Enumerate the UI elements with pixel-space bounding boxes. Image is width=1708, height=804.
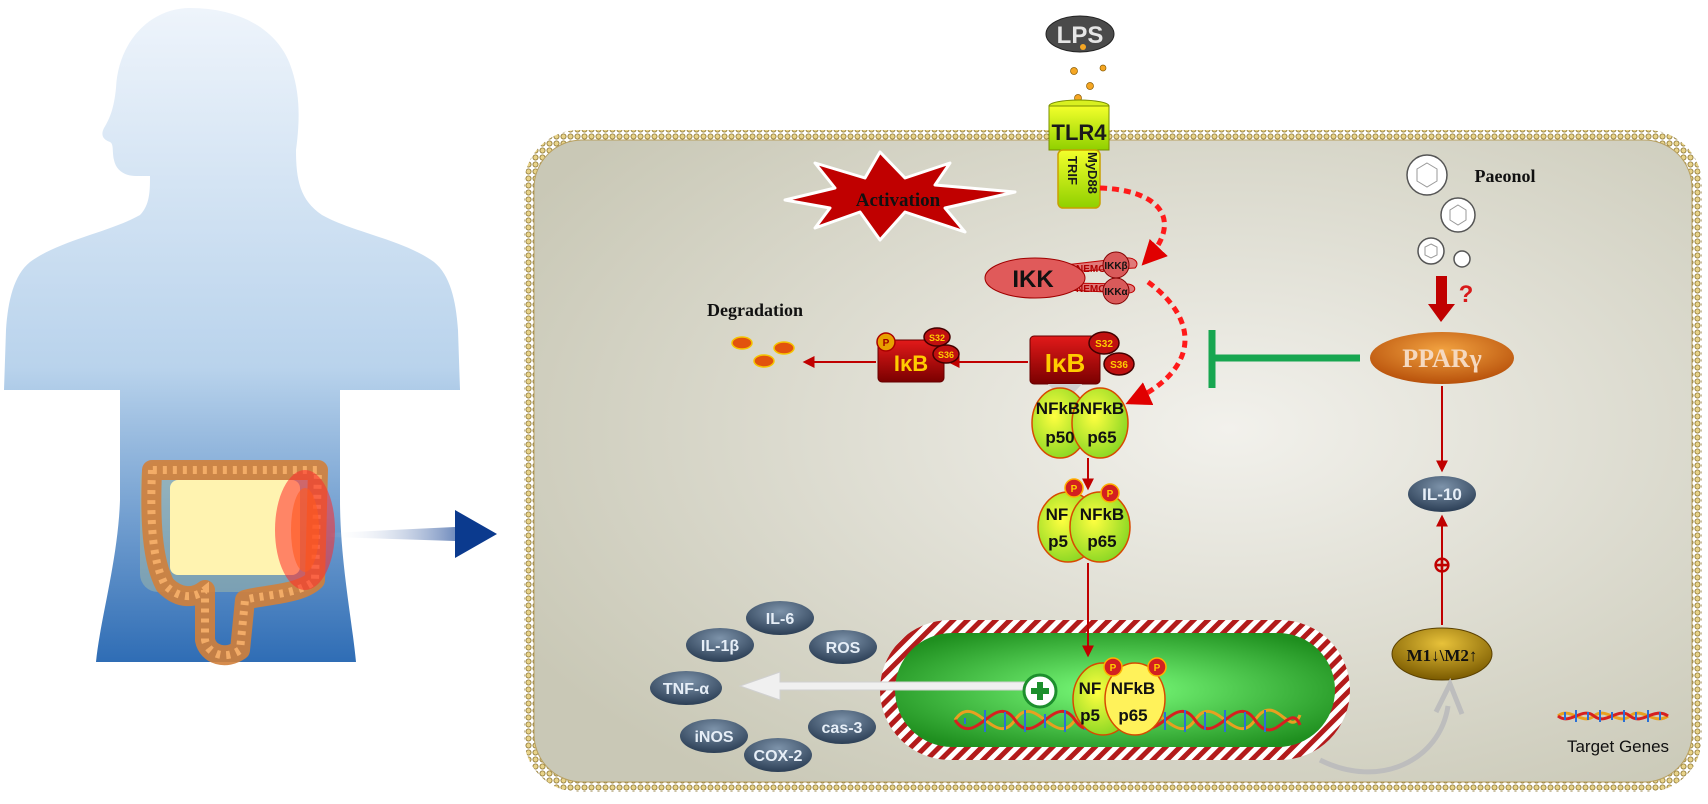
paeonol-to-pparg-arrow: ? [1428, 276, 1473, 322]
cytokine-ros: ROS [809, 630, 877, 664]
cytokine-inos: iNOS [680, 719, 748, 753]
question-mark: ? [1459, 281, 1474, 308]
tlr4-receptor: TLR4 MyD88 TRIF [1048, 99, 1110, 209]
svg-text:iNOS: iNOS [694, 729, 733, 746]
nfkb-label-1a: NFkB [1036, 399, 1080, 418]
lps-label: LPS [1057, 22, 1104, 49]
svg-text:TNF-α: TNF-α [663, 681, 709, 698]
s32-label: S32 [1095, 339, 1113, 350]
ikk-complex: NEMO NEMO IKK IKKβ IKKα [984, 251, 1138, 305]
ikb-nfkb-complex: IκB S32 S36 NFkB p50 NFkB p65 [1029, 331, 1135, 459]
ikb-label-bound: IκB [1045, 348, 1086, 378]
cell [524, 130, 1702, 792]
ikb-label-phospho: IκB [894, 351, 928, 376]
trif-label: TRIF [1065, 156, 1080, 185]
p5-label-2: p5 [1048, 532, 1068, 551]
nfkb-label-3: NFkB [1111, 679, 1155, 698]
cytokine-il1b: IL-1β [686, 628, 754, 662]
svg-text:ROS: ROS [826, 640, 861, 657]
svg-text:IL-6: IL-6 [766, 611, 795, 628]
cytokine-tnfa: TNF-α [650, 671, 722, 705]
transcription-plus-icon [738, 671, 1058, 709]
nf-label-3: NF [1079, 679, 1102, 698]
tlr4-to-ikk-arrow [1099, 185, 1168, 266]
myd88-label: MyD88 [1085, 152, 1100, 194]
s36-label-phospho: S36 [938, 350, 954, 360]
macrophage-polarization-node: M1↓\M2↑ [1391, 627, 1493, 681]
s32-label-phospho: S32 [929, 333, 945, 343]
nfkb-label-2: NFkB [1080, 505, 1124, 524]
p65-label-3: p65 [1118, 706, 1147, 725]
activation-label: Activation [856, 190, 941, 211]
p65-label-1: p65 [1087, 428, 1116, 447]
s36-label: S36 [1110, 360, 1128, 371]
phospho-nfkb-dimer: NF p5 NFkB p65 P P [1037, 478, 1131, 563]
p65-label-2: p65 [1087, 532, 1116, 551]
pparg-node: PPARγ [1370, 332, 1514, 384]
il10-node: IL-10 [1408, 476, 1476, 512]
paeonol-label: Paeonol [1475, 166, 1536, 186]
cytokine-cas3: cas-3 [808, 710, 876, 744]
nemo-label-bottom: NEMO [1076, 284, 1106, 295]
phospho-p-label-3a: P [1110, 663, 1117, 674]
body-to-cell-arrow [330, 510, 497, 558]
ikk-alpha-label: IKKα [1104, 287, 1128, 298]
phospho-p-label-2a: P [1071, 484, 1078, 495]
paeonol-molecules: Paeonol [1406, 154, 1536, 268]
nemo-label-top: NEMO [1076, 264, 1106, 275]
human-body-silhouette [4, 8, 460, 662]
degradation-fragments: Degradation [707, 300, 803, 368]
plus-marker: ⊕ [1433, 552, 1451, 577]
inflamed-colon-icon [140, 460, 335, 666]
cytokine-cox2: COX-2 [744, 738, 812, 772]
macrophage-label: M1↓\M2↑ [1407, 646, 1478, 665]
svg-text:cas-3: cas-3 [822, 720, 863, 737]
svg-text:COX-2: COX-2 [754, 748, 803, 765]
ikk-label: IKK [1012, 266, 1054, 293]
legend-target-genes: Target Genes [1557, 710, 1669, 756]
svg-text:IL-1β: IL-1β [701, 638, 739, 655]
pparg-inhibits-nfkb [1208, 330, 1360, 388]
p50-label-1: p50 [1045, 428, 1074, 447]
plus-sign: ⊕ [1433, 552, 1451, 577]
nuclear-nfkb-dimer: NF p5 NFkB p65 P P [1072, 657, 1167, 736]
ikk-to-nfkb-arrow [1125, 279, 1188, 406]
p5-label-3: p5 [1080, 706, 1100, 725]
phospho-p-label-3b: P [1154, 663, 1161, 674]
phospho-p-label-2b: P [1107, 489, 1114, 500]
nucleus-to-macrophage-arrow [1318, 705, 1451, 775]
degradation-label: Degradation [707, 300, 803, 320]
ikk-beta-label: IKKβ [1104, 261, 1127, 272]
nucleus-to-macrophage-arrowhead [1433, 677, 1465, 715]
phospho-ikb: IκB P S32 S36 [876, 327, 960, 383]
il10-label: IL-10 [1422, 485, 1462, 504]
tlr4-label: TLR4 [1052, 120, 1108, 145]
pparg-label: PPARγ [1402, 344, 1482, 373]
phospho-p-label-ikb: P [883, 338, 890, 349]
target-genes-label: Target Genes [1567, 737, 1669, 756]
dna-legend-icon [1557, 710, 1669, 722]
nf-label-2: NF [1046, 505, 1069, 524]
activation-burst: Activation [783, 150, 1017, 242]
lps-ligand: LPS [1045, 15, 1115, 102]
nfkb-label-1b: NFkB [1080, 399, 1124, 418]
cytokine-il6: IL-6 [746, 601, 814, 635]
cytokine-list: IL-6 IL-1β ROS TNF-α iNOS cas-3 COX-2 [650, 601, 877, 772]
